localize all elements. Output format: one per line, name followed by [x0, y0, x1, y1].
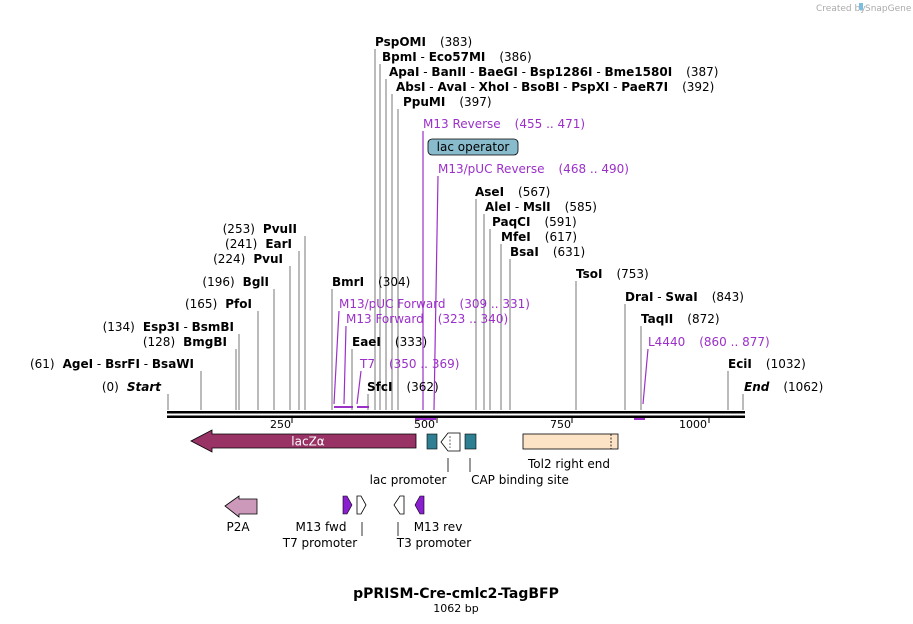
dna-backbone [167, 411, 745, 423]
feature-tol2-right-end[interactable] [522, 433, 619, 450]
primer-label-m13-reverse[interactable]: M13 Reverse(455 .. 471) [423, 117, 585, 131]
feature-p2a[interactable] [224, 495, 258, 518]
primer-label-t7[interactable]: T7(350 .. 369) [359, 357, 459, 371]
enzyme-label-taqii[interactable]: TaqII(872) [641, 312, 720, 326]
enzyme-label-agei[interactable]: (61)AgeI - BsrFI - BsaWI [30, 357, 194, 371]
enzyme-label-paqci[interactable]: PaqCI(591) [492, 215, 577, 229]
enzyme-label-pspomi[interactable]: PspOMI(383) [375, 35, 472, 49]
lac-operator-box[interactable] [426, 433, 438, 450]
enzyme-label-absi[interactable]: AbsI - AvaI - XhoI - BsoBI - PspXI - Pae… [396, 80, 714, 94]
enzyme-label-bpmi[interactable]: BpmI - Eco57MI(386) [382, 50, 532, 64]
axis-tick-750: 750 [550, 418, 571, 431]
feature-label-lac-promoter: lac promoter [370, 473, 447, 487]
enzyme-label-pvui[interactable]: (224)PvuI [213, 252, 283, 266]
feature-label-t3-promoter: T3 promoter [396, 536, 472, 550]
feature-label-m13-fwd: M13 fwd [296, 520, 347, 534]
primer-label-m13puc-reverse[interactable]: M13/pUC Reverse(468 .. 490) [438, 162, 629, 176]
cut-site-lines [167, 49, 744, 410]
enzyme-label-pvuii[interactable]: (253)PvuII [223, 222, 297, 236]
feature-label-cap-site: CAP binding site [471, 473, 569, 487]
lac-operator-badge[interactable]: lac operator [427, 138, 519, 156]
primer-label-m13puc-forward[interactable]: M13/pUC Forward(309 .. 331) [339, 297, 530, 311]
feature-label-t7-promoter: T7 promoter [282, 536, 358, 550]
primer-line-t7 [356, 370, 362, 405]
primer-line-m13puc-forward [333, 310, 340, 405]
feature-label-lacza: lacZα [291, 435, 325, 449]
credit-brand: SnapGene [865, 4, 912, 14]
primer-line-m13-forward [343, 325, 347, 405]
enzyme-label-ecii[interactable]: EciI(1032) [728, 357, 806, 371]
primer-lines [333, 131, 649, 411]
feature-label-tol2: Tol2 right end [527, 457, 610, 471]
axis-tick-1000: 1000 [679, 418, 707, 431]
enzyme-label-esp3i[interactable]: (134)Esp3I - BsmBI [103, 320, 234, 334]
enzyme-label-bmgbi[interactable]: (128)BmgBI [143, 335, 227, 349]
enzyme-label-bgli[interactable]: (196)BglI [202, 275, 269, 289]
enzyme-label-pfoi[interactable]: (165)PfoI [185, 297, 252, 311]
feature-lacza[interactable]: lacZα [190, 429, 417, 453]
map-title: pPRISM-Cre-cmlc2-TagBFP [353, 586, 559, 602]
t3-promoter-arrow[interactable] [393, 495, 405, 515]
enzyme-label-asei[interactable]: AseI(567) [475, 185, 550, 199]
feature-label-p2a: P2A [226, 520, 250, 534]
enzyme-label-alei[interactable]: AleI - MslI(585) [485, 200, 597, 214]
map-length: 1062 bp [433, 602, 478, 615]
enzyme-label-bsai[interactable]: BsaI(631) [510, 245, 585, 259]
primer-marks [334, 406, 645, 420]
axis-tick-250: 250 [270, 418, 291, 431]
enzyme-label-drai[interactable]: DraI - SwaI(843) [625, 290, 744, 304]
enzyme-label-eari[interactable]: (241)EarI [225, 237, 292, 251]
lac-operator-label: lac operator [437, 140, 510, 154]
lac-promoter-arrow[interactable] [440, 432, 461, 452]
end-label: End(1062) [744, 380, 823, 394]
enzyme-label-ppumi[interactable]: PpuMI(397) [403, 95, 492, 109]
snapgene-logo-icon [859, 3, 863, 11]
m13-rev-primer-icon[interactable] [414, 495, 425, 515]
axis-tick-500: 500 [414, 418, 435, 431]
feature-label-m13-rev: M13 rev [414, 520, 463, 534]
enzyme-label-tsoi[interactable]: TsoI(753) [576, 267, 649, 281]
primer-label-l4440[interactable]: L4440(860 .. 877) [648, 335, 770, 349]
t7-promoter-arrow[interactable] [356, 495, 367, 515]
enzyme-label-bmri[interactable]: BmrI(304) [332, 275, 410, 289]
enzyme-label-mfei[interactable]: MfeI(617) [501, 230, 577, 244]
cap-binding-site-box[interactable] [464, 433, 477, 450]
primer-line-l4440 [642, 348, 649, 405]
enzyme-label-apai[interactable]: ApaI - BanII - BaeGI - Bsp1286I - Bme158… [389, 65, 718, 79]
m13-fwd-primer-icon[interactable] [342, 495, 353, 515]
enzyme-label-eaei[interactable]: EaeI(333) [352, 335, 427, 349]
enzyme-label-sfci[interactable]: SfcI(362) [367, 380, 439, 394]
primer-label-m13-forward[interactable]: M13 Forward(323 .. 340) [346, 312, 508, 326]
start-label: (0)Start [102, 380, 162, 394]
primer-line-m13puc-reverse [433, 175, 439, 411]
credit-text: Created by [816, 4, 866, 14]
